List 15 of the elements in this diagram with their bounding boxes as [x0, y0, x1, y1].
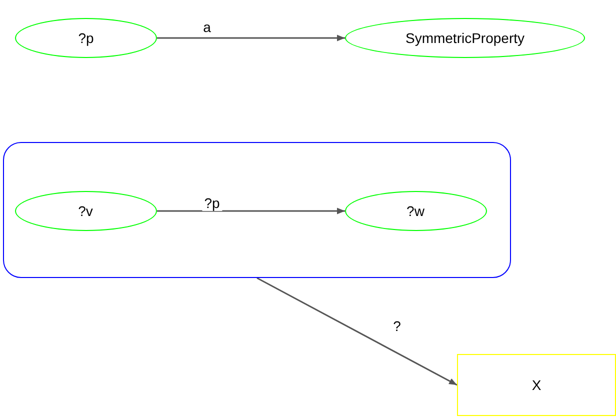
- ellipse-node: [15, 18, 157, 58]
- ellipse-node: [345, 18, 585, 58]
- arrow: [157, 34, 345, 42]
- rect-node: [457, 354, 616, 416]
- ellipse-node: [14, 190, 156, 230]
- node-label: ?p: [78, 30, 94, 46]
- arrow: [157, 208, 345, 214]
- node-label: ?v: [78, 202, 93, 218]
- ellipse-node: [344, 190, 486, 230]
- edge-label: ?p: [202, 195, 222, 211]
- node-label: SymmetricProperty: [405, 30, 525, 46]
- node-label: X: [532, 377, 542, 393]
- edge-label: ?: [391, 318, 403, 334]
- arrow: [256, 277, 458, 386]
- node-label: ?w: [406, 202, 424, 218]
